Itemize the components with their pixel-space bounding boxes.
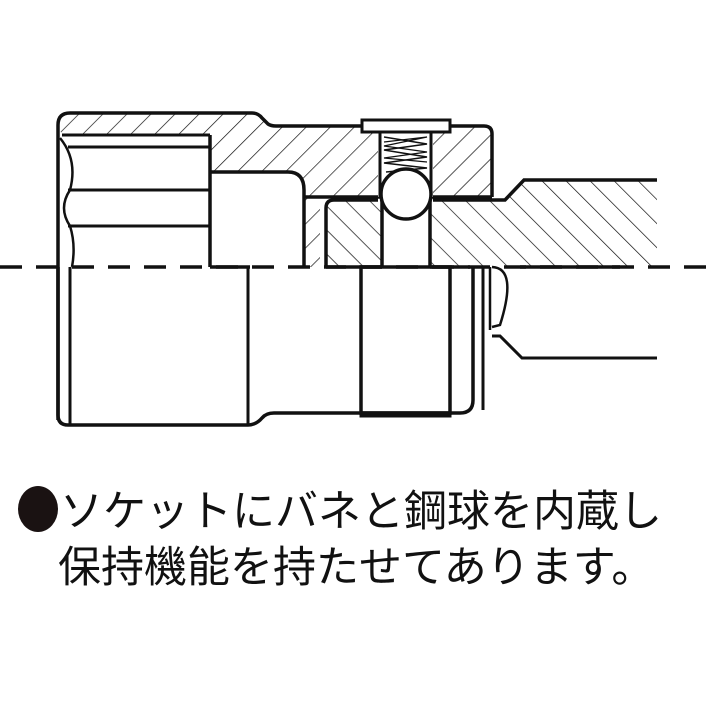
caption-text-1: ソケットにバネと鋼球を内蔵し [60,487,662,537]
caption-line-1: ソケットにバネと鋼球を内蔵し [18,484,708,540]
caption-text-2: 保持機能を持たせてあります。 [58,543,655,593]
caption: ソケットにバネと鋼球を内蔵し 保持機能を持たせてあります。 [18,484,708,596]
retaining-cap [360,118,452,134]
cross-section-diagram [0,111,713,427]
steel-ball-icon [379,167,433,221]
spring-and-ball [360,118,452,267]
caption-line-2: 保持機能を持たせてあります。 [18,540,708,596]
spring-icon [383,136,428,173]
bullet-circle-icon [18,486,58,532]
socket-lower-view [56,265,657,427]
